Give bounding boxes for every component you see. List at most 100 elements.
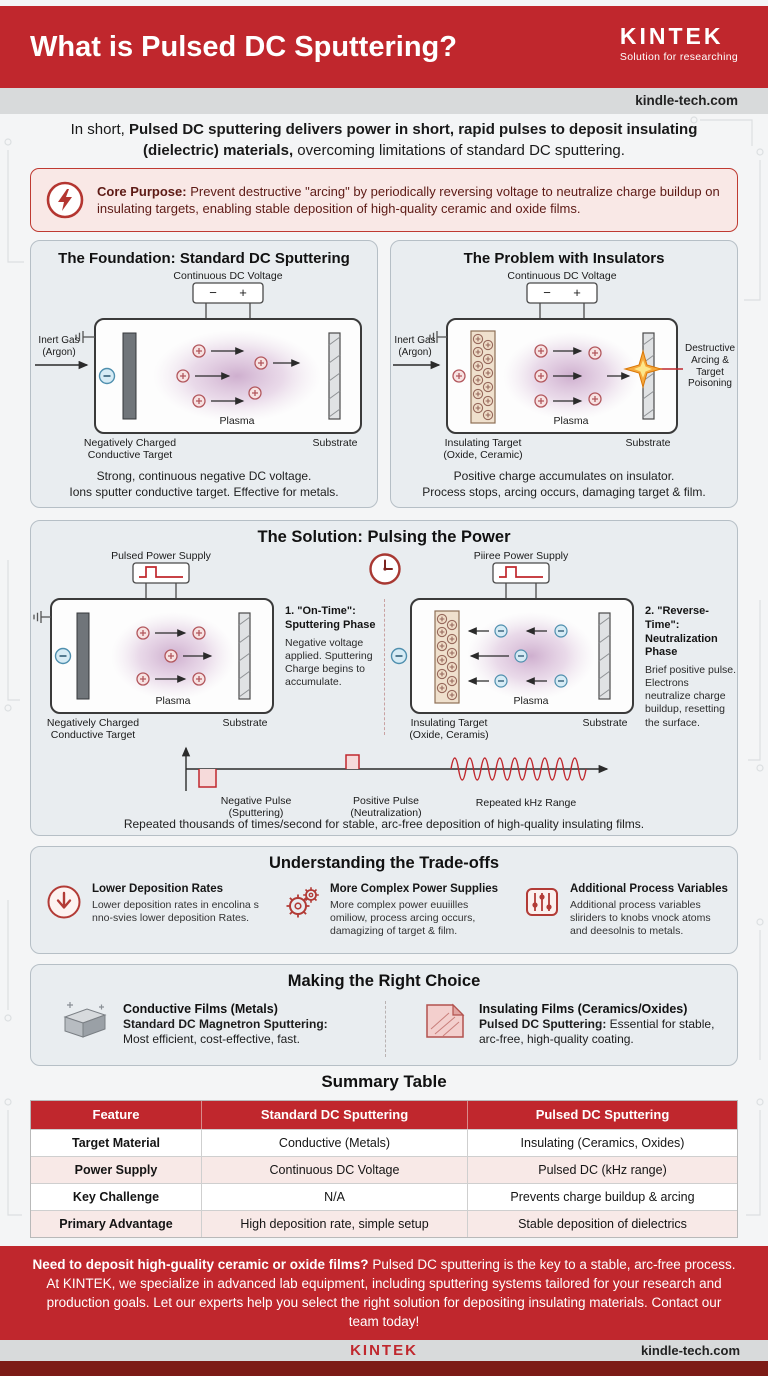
brand-tagline: Solution for researching <box>619 51 738 63</box>
khz-range-label: Repeated kHz Range <box>475 797 577 809</box>
arc-burst-core <box>634 360 652 378</box>
solution-step-2: 2. "Reverse-Time": Neutralization Phase … <box>645 605 737 730</box>
tradeoff-text: Lower deposition rates in encolina s nno… <box>92 898 259 924</box>
problem-diagram: Continuous DC Voltage − + Inert Gas (Arg… <box>391 270 739 465</box>
tradeoff-item-rates: Lower Deposition Rates Lower deposition … <box>45 883 267 925</box>
tradeoff-textblock: Additional Process Variables Additional … <box>570 883 729 938</box>
supply-plus: + <box>573 285 581 300</box>
arrow-down-circle-icon <box>47 885 81 919</box>
target-bar <box>122 332 137 420</box>
footer-domain-link[interactable]: kindle-tech.com <box>641 1343 740 1358</box>
choice-insulating: Insulating Films (Ceramics/Oxides) Pulse… <box>423 1001 733 1048</box>
supply-minus: − <box>209 285 217 300</box>
substrate-hatch <box>598 616 611 698</box>
summary-title: Summary Table <box>321 1072 447 1091</box>
electron-icon <box>390 647 408 665</box>
supply-wires <box>539 303 585 319</box>
plasma-label: Plasma <box>553 415 589 427</box>
summary-table: Feature Standard DC Sputtering Pulsed DC… <box>30 1100 738 1238</box>
ion-arrows <box>553 347 631 405</box>
ground-icon <box>33 610 42 624</box>
foundation-panel: The Foundation: Standard DC Sputtering <box>30 240 378 508</box>
tradeoff-text: More complex power euuiilles omiliow, pr… <box>330 898 476 938</box>
step-2-title: 2. "Reverse-Time": Neutralization Phase <box>645 605 718 659</box>
pulsed-supply-box <box>132 562 190 584</box>
problem-caption: Positive charge accumulates on insulator… <box>422 469 706 499</box>
electron-icon <box>54 647 72 665</box>
page-title: What is Pulsed DC Sputtering? <box>30 31 457 63</box>
choice-left-text: Most efficient, cost-effective, fast. <box>123 1032 300 1047</box>
positive-pulse-label: Positive Pulse (Neutralization) <box>350 795 422 820</box>
intro-normal-2: overcoming limitations of standard DC sp… <box>293 141 625 159</box>
problem-diagram-art <box>393 282 683 434</box>
pulse-timeline-art <box>181 746 609 791</box>
argon-ion-icon <box>452 369 466 383</box>
table-cell: Primary Advantage <box>31 1210 202 1237</box>
choice-right-text: Essential for stable, arc-free, high-qua… <box>479 1017 715 1047</box>
foundation-title: The Foundation: Standard DC Sputtering <box>58 250 350 267</box>
footer-strip <box>0 1361 768 1376</box>
gears-icon <box>286 887 319 918</box>
negative-pulse-shape <box>198 769 217 788</box>
table-cell: Conductive (Metals) <box>202 1129 468 1156</box>
intro-bold: Pulsed DC sputtering delivers power in s… <box>128 121 698 159</box>
solution-caption: Repeated thousands of times/second for s… <box>123 817 645 831</box>
tradeoff-title: Additional Process Variables <box>570 883 728 895</box>
pulse-waveform-icon <box>139 566 183 578</box>
tradeoff-item-variables: Additional Process Variables Additional … <box>523 883 729 938</box>
foundation-diagram-art <box>35 282 362 434</box>
target-label: Insulating Target (Oxide, Ceramis) <box>409 717 489 742</box>
solution-right-art <box>390 562 634 714</box>
table-cell: Power Supply <box>31 1156 202 1183</box>
target-label: Insulating Target (Oxide, Ceramic) <box>443 437 523 462</box>
footer-bar: KINTEK kindle-tech.com <box>0 1340 768 1361</box>
domain-link[interactable]: kindle-tech.com <box>635 93 738 108</box>
supply-label: Pulsed Power Supply <box>111 550 211 562</box>
tradeoffs-panel: Understanding the Trade-offs Lower Depos… <box>30 846 738 954</box>
substrate-bar <box>328 332 341 420</box>
solution-right-diagram: Piiree Power Supply Plasma Insulating Ta… <box>389 550 639 745</box>
supply-label: Piiree Power Supply <box>473 550 569 562</box>
substrate-label: Substrate <box>582 717 628 729</box>
table-cell: Prevents charge buildup & arcing <box>468 1183 737 1210</box>
choice-right-bold: Pulsed DC Sputtering: <box>479 1017 607 1031</box>
solution-title: The Solution: Pulsing the Power <box>257 528 511 546</box>
choice-right-title: Insulating Films (Ceramics/Oxides) <box>479 1002 688 1016</box>
table-row: Key Challenge N/A Prevents charge buildu… <box>31 1183 737 1210</box>
choice-panel: Making the Right Choice Conductive Films… <box>30 964 738 1066</box>
pulse-waveform-icon <box>499 566 543 578</box>
power-supply-box <box>192 282 264 304</box>
electron-arrows <box>467 627 547 685</box>
tradeoff-text: Additional process variables sliriders t… <box>570 898 711 938</box>
target-label: Negatively Charged Conductive Target <box>83 437 177 462</box>
supply-plus: + <box>239 285 247 300</box>
step-2-text: Brief positive pulse. Electrons neutrali… <box>645 664 737 729</box>
substrate-label: Substrate <box>312 437 358 449</box>
intro-normal-1: In short, <box>70 121 129 138</box>
lightning-icon <box>46 181 84 219</box>
cta-banner: Need to deposit high-guality ceramic or … <box>0 1246 768 1340</box>
tradeoff-title: Lower Deposition Rates <box>92 883 223 895</box>
supply-wires <box>505 583 537 599</box>
choice-right-paragraph: Pulsed DC Sputtering: Essential for stab… <box>479 1017 733 1048</box>
table-cell: High deposition rate, simple setup <box>202 1210 468 1237</box>
table-header-pulsed: Pulsed DC Sputtering <box>468 1101 737 1129</box>
table-cell: Pulsed DC (kHz range) <box>468 1156 737 1183</box>
solution-panel: The Solution: Pulsing the Power <box>30 520 738 836</box>
plasma-label: Plasma <box>513 695 549 707</box>
brand-logo: KINTEK Solution for researching <box>620 23 738 63</box>
problem-panel: The Problem with Insulators <box>390 240 738 508</box>
foundation-diagram: Continuous DC Voltage − + Inert Gas (Arg… <box>31 270 379 465</box>
table-header-row: Feature Standard DC Sputtering Pulsed DC… <box>31 1101 737 1129</box>
step-1-text: Negative voltage applied. Sputtering Cha… <box>285 636 373 688</box>
khz-oscillation-shape <box>450 757 587 781</box>
metal-ingot-icon <box>63 1002 107 1038</box>
supply-minus: − <box>543 285 551 300</box>
choice-title: Making the Right Choice <box>287 972 481 990</box>
target-bar <box>76 612 90 700</box>
plasma-label: Plasma <box>219 415 255 427</box>
supply-label: Continuous DC Voltage <box>507 270 617 282</box>
substrate-bar <box>238 612 251 700</box>
